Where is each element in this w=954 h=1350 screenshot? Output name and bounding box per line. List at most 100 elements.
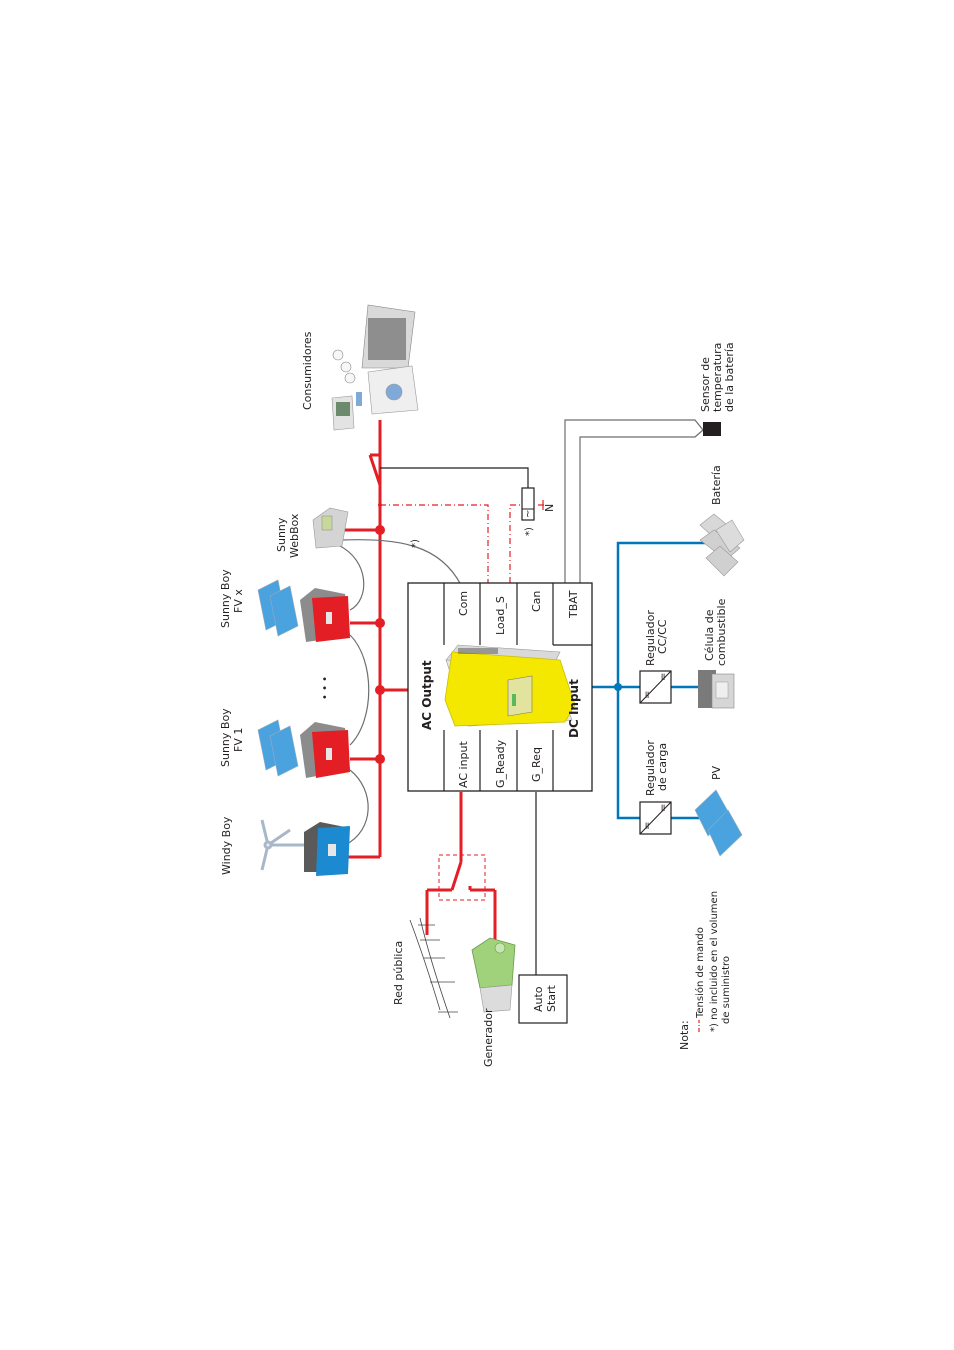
dc-junction-dot [614, 683, 622, 691]
fuel-cell-label-1: Célula de [703, 609, 716, 661]
sunny-boy-1: Sunny Boy FV 1 [219, 708, 350, 778]
charge-regulator-label-1: Regulador [644, 740, 657, 796]
temp-sensor-label-1: Sensor de [699, 357, 712, 412]
dc-bus-main [616, 541, 708, 820]
generator: Generador [471, 937, 516, 1067]
dc-symbol: = [658, 673, 669, 681]
transfer-switch [450, 861, 463, 891]
relay-control-wire [380, 467, 529, 488]
sb-x-sb-1-cable [349, 634, 370, 746]
sunny-island-inverter-icon [444, 644, 576, 727]
sunny-island: AC Output DC Input AC input G_Ready G_Re… [407, 582, 593, 792]
solar-panel-icon [694, 789, 743, 857]
legend-footnote-1: *) no incluido en el volumen [709, 891, 720, 1032]
generator-label: Generador [482, 1008, 495, 1067]
control-voltage-lines [380, 504, 545, 583]
legend-title: Nota: [678, 1020, 691, 1050]
webbox-sb-x-cable [337, 544, 365, 611]
battery: Batería [699, 465, 745, 577]
grid-label: Red pública [392, 941, 405, 1005]
ac-output-label: AC Output [420, 660, 434, 730]
junction-dot [375, 618, 385, 628]
legend: Nota: Tensión de mando *) no incluido en… [678, 891, 732, 1050]
ac-bus [342, 420, 497, 940]
windy-boy-label: Windy Boy [220, 816, 233, 875]
dc-symbol: = [658, 804, 669, 812]
tbat-cable-1 [564, 419, 704, 583]
sb-1-wb-cable [344, 769, 369, 846]
dc-bus [592, 541, 708, 820]
port-g-ready: G_Ready [494, 739, 507, 788]
generator-icon [471, 937, 516, 1013]
communication-cables [337, 419, 704, 846]
auto-start-label-1: Auto [532, 986, 545, 1012]
sunny-boy-1-inverter-icon [300, 722, 350, 778]
junction-dot [375, 685, 385, 695]
junction-dot [375, 525, 385, 535]
dcdc-label-2: CC/CC [656, 619, 669, 654]
relay-note: *) [524, 527, 535, 536]
dc-symbol: = [642, 691, 653, 699]
pv-array: PV [694, 765, 743, 857]
regulator-diagonal [639, 801, 672, 835]
relay-ac-symbol: ~ [523, 510, 534, 518]
port-tbat: TBAT [567, 590, 580, 619]
transfer-switch-box [438, 854, 486, 901]
tbat-cable-2 [579, 429, 704, 583]
port-load-s: Load_S [494, 596, 507, 635]
legend-footnote-2: de suministro [721, 956, 732, 1024]
webbox-icon [312, 507, 349, 549]
fuel-cell-label-2: combustible [715, 598, 728, 666]
sunny-boy-1-label-2: FV 1 [232, 728, 245, 752]
sunny-boy-1-label-1: Sunny Boy [219, 708, 232, 767]
battery-icon [699, 513, 745, 577]
junction-dot [375, 754, 385, 764]
legend-control-voltage: Tensión de mando [694, 927, 706, 1019]
relay-n-label: N [543, 504, 556, 512]
power-pylons-icon [409, 917, 458, 1019]
sunny-boy-x-label-1: Sunny Boy [219, 569, 232, 628]
load-s-control-line-b [509, 504, 528, 583]
consumers: Consumidores [301, 304, 419, 431]
port-com: Com [457, 591, 470, 616]
battery-label: Batería [710, 465, 723, 505]
more-inverters-ellipsis: • • • [320, 676, 331, 700]
webbox-label-1: Sunny [275, 517, 288, 552]
auto-start: Auto Start [518, 974, 568, 1024]
relay-coil [521, 487, 535, 521]
dc-symbol: = [642, 822, 653, 830]
consumers-label: Consumidores [301, 331, 314, 410]
charge-regulator-label-2: de carga [656, 743, 669, 791]
temp-sensor-label-2: temperatura [711, 343, 724, 412]
solar-panel-icon [257, 719, 299, 777]
load-s-control-line-a [380, 504, 489, 583]
charge-regulator: = = Regulador de carga [639, 740, 672, 835]
regulator-diagonal [639, 670, 672, 704]
fuel-cell: Célula de combustible [698, 598, 735, 709]
fuel-cell-icon [698, 670, 735, 709]
dc-input-label: DC Input [567, 679, 581, 738]
consumer-switch [368, 454, 382, 486]
webbox-label-2: WebBox [288, 513, 301, 558]
webbox-note: *) [410, 539, 421, 548]
port-can: Can [530, 591, 543, 612]
auto-start-label-2: Start [545, 984, 558, 1012]
sunny-boy-x-inverter-icon [300, 588, 350, 642]
relay: ~ *) N [380, 467, 556, 536]
dcdc-regulator: = = Regulador CC/CC [639, 610, 672, 704]
temp-sensor-icon [703, 422, 721, 436]
consumer-appliances-icon [331, 304, 419, 431]
sunny-boy-x-label-2: FV x [232, 589, 245, 613]
battery-temp-sensor: Sensor de temperatura de la batería [699, 342, 736, 436]
dcdc-label-1: Regulador [644, 610, 657, 666]
sunny-boy-x: Sunny Boy FV x [219, 569, 350, 642]
port-ac-input: AC input [457, 741, 470, 788]
windy-boy-inverter-icon [304, 822, 350, 876]
sunny-webbox: Sunny WebBox [275, 507, 349, 558]
auto-start-box [518, 974, 568, 1024]
windy-boy: Windy Boy [220, 816, 350, 876]
pv-label: PV [710, 765, 723, 780]
port-g-req: G_Req [530, 747, 543, 782]
solar-panel-icon [257, 579, 299, 637]
